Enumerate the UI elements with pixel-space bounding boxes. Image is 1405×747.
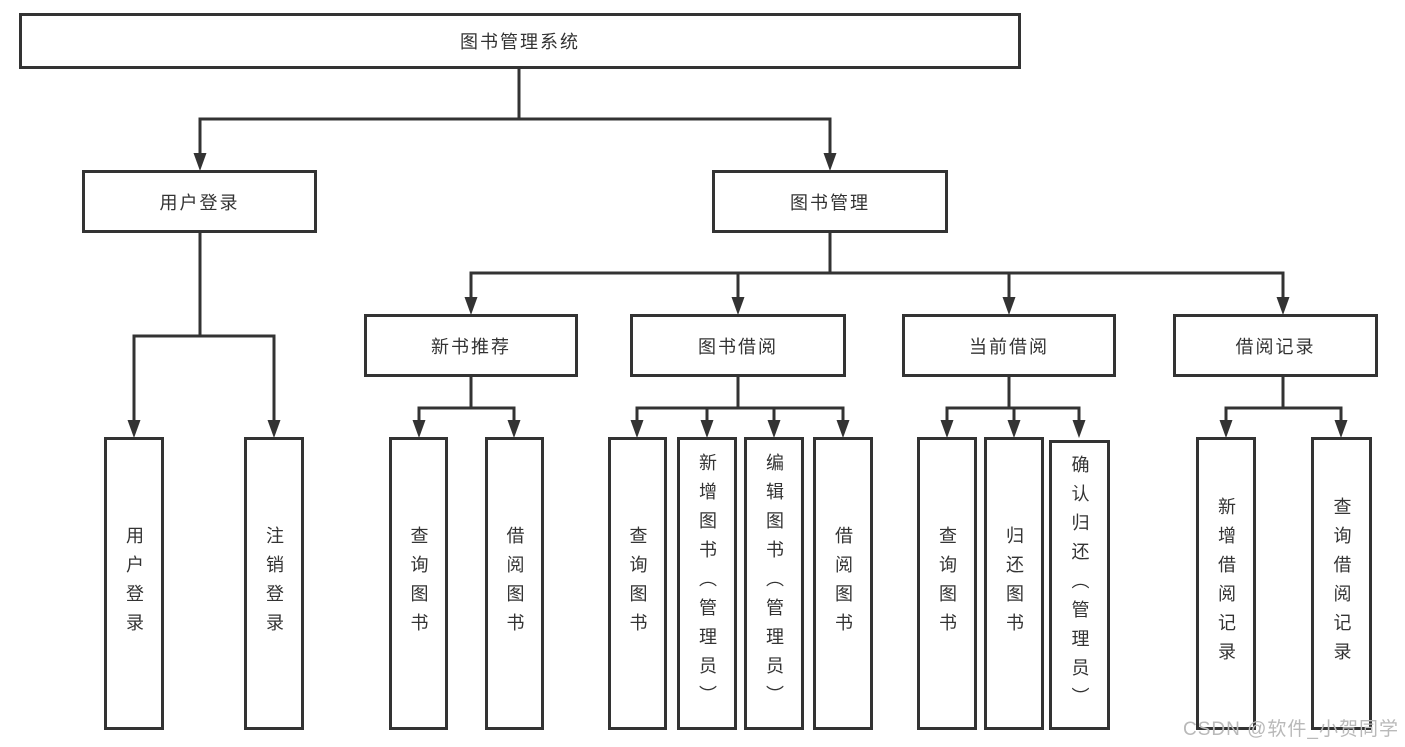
leaf-logout: 注销登录	[244, 437, 304, 730]
node-root: 图书管理系统	[19, 13, 1021, 69]
csdn-watermark: CSDN @软件_小贺同学	[1183, 719, 1399, 740]
node-user-login: 用户登录	[82, 170, 317, 233]
leaf-confirm-return-admin: 确认归还（管理员）	[1049, 440, 1110, 730]
leaf-add-book-admin: 新增图书（管理员）	[677, 437, 737, 730]
node-borrow-record: 借阅记录	[1173, 314, 1378, 377]
leaf-edit-book-admin: 编辑图书（管理员）	[744, 437, 804, 730]
leaf-add-borrow-record: 新增借阅记录	[1196, 437, 1256, 730]
node-book-management: 图书管理	[712, 170, 948, 233]
leaf-borrow-book: 借阅图书	[485, 437, 544, 730]
arrowheads	[127, 153, 1348, 438]
node-current-borrow: 当前借阅	[902, 314, 1116, 377]
leaf-query-borrow-record: 查询借阅记录	[1311, 437, 1372, 730]
node-new-book-recommend: 新书推荐	[364, 314, 578, 377]
leaf-query-book: 查询图书	[917, 437, 977, 730]
node-book-borrow: 图书借阅	[630, 314, 846, 377]
leaf-borrow-book: 借阅图书	[813, 437, 873, 730]
leaf-user-login: 用户登录	[104, 437, 164, 730]
leaf-return-book: 归还图书	[984, 437, 1044, 730]
leaf-query-book: 查询图书	[389, 437, 448, 730]
leaf-query-book: 查询图书	[608, 437, 667, 730]
